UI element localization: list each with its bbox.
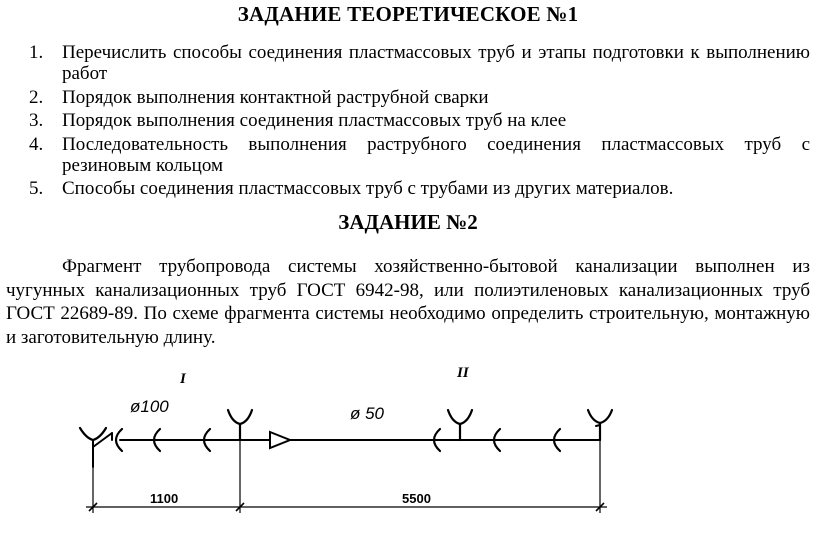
inlet-funnel-2 [446,408,474,442]
socket-joint [432,427,442,453]
task2-paragraph: Фрагмент трубопровода системы хозяйствен… [6,256,810,348]
list-item: 4. Последовательность выполнения раструб… [0,134,816,176]
list-item-text: Последовательность выполнения раструбног… [62,133,810,176]
pipeline-scheme: I II ø100 ø 50 1100 5500 [78,365,614,513]
list-item-number: 3. [29,110,44,131]
pipe-segment-d100 [111,432,241,441]
list-item-number: 5. [29,178,44,199]
dimension-label-2: 5500 [402,491,431,506]
reducer-fitting [269,430,293,450]
task2-title: ЗАДАНИЕ №2 [338,210,478,234]
list-item-text: Перечислить способы соединения пластмасс… [62,42,810,84]
dimension-label-1: 1100 [150,491,178,506]
list-item-text: Способы соединения пластмассовых труб с … [62,178,674,199]
list-item: 2. Порядок выполнения контактной раструб… [0,87,816,108]
inlet-funnel-1 [226,408,254,442]
left-bend-fitting [92,432,113,468]
list-item-text: Порядок выполнения контактной раструбной… [62,86,489,108]
socket-joint [552,427,562,453]
list-item-number: 2. [29,86,44,108]
list-item: 5. Способы соединения пластмассовых труб… [0,178,816,199]
list-item-number: 4. [29,133,44,155]
socket-joint [114,427,124,453]
task1-title: ЗАДАНИЕ ТЕОРЕТИЧЕСКОЕ №1 [237,2,579,26]
inlet-funnel-left [78,426,108,442]
list-item: 3. Порядок выполнения соединения пластма… [0,110,816,131]
list-item-text: Порядок выполнения соединения пластмассо… [62,110,567,131]
diameter-label-1: ø100 [130,397,169,416]
diameter-label-2: ø 50 [350,404,385,423]
inlet-funnel-3 [586,408,614,442]
section-label-1: I [179,371,187,387]
socket-joint [492,427,502,453]
list-item-number: 1. [29,42,44,63]
tick-mark [88,502,605,512]
list-item: 1. Перечислить способы соединения пластм… [0,42,816,84]
section-label-2: II [456,365,470,381]
socket-joint [152,427,162,453]
socket-joint [202,427,212,453]
task-list: 1. Перечислить способы соединения пластм… [0,42,816,202]
